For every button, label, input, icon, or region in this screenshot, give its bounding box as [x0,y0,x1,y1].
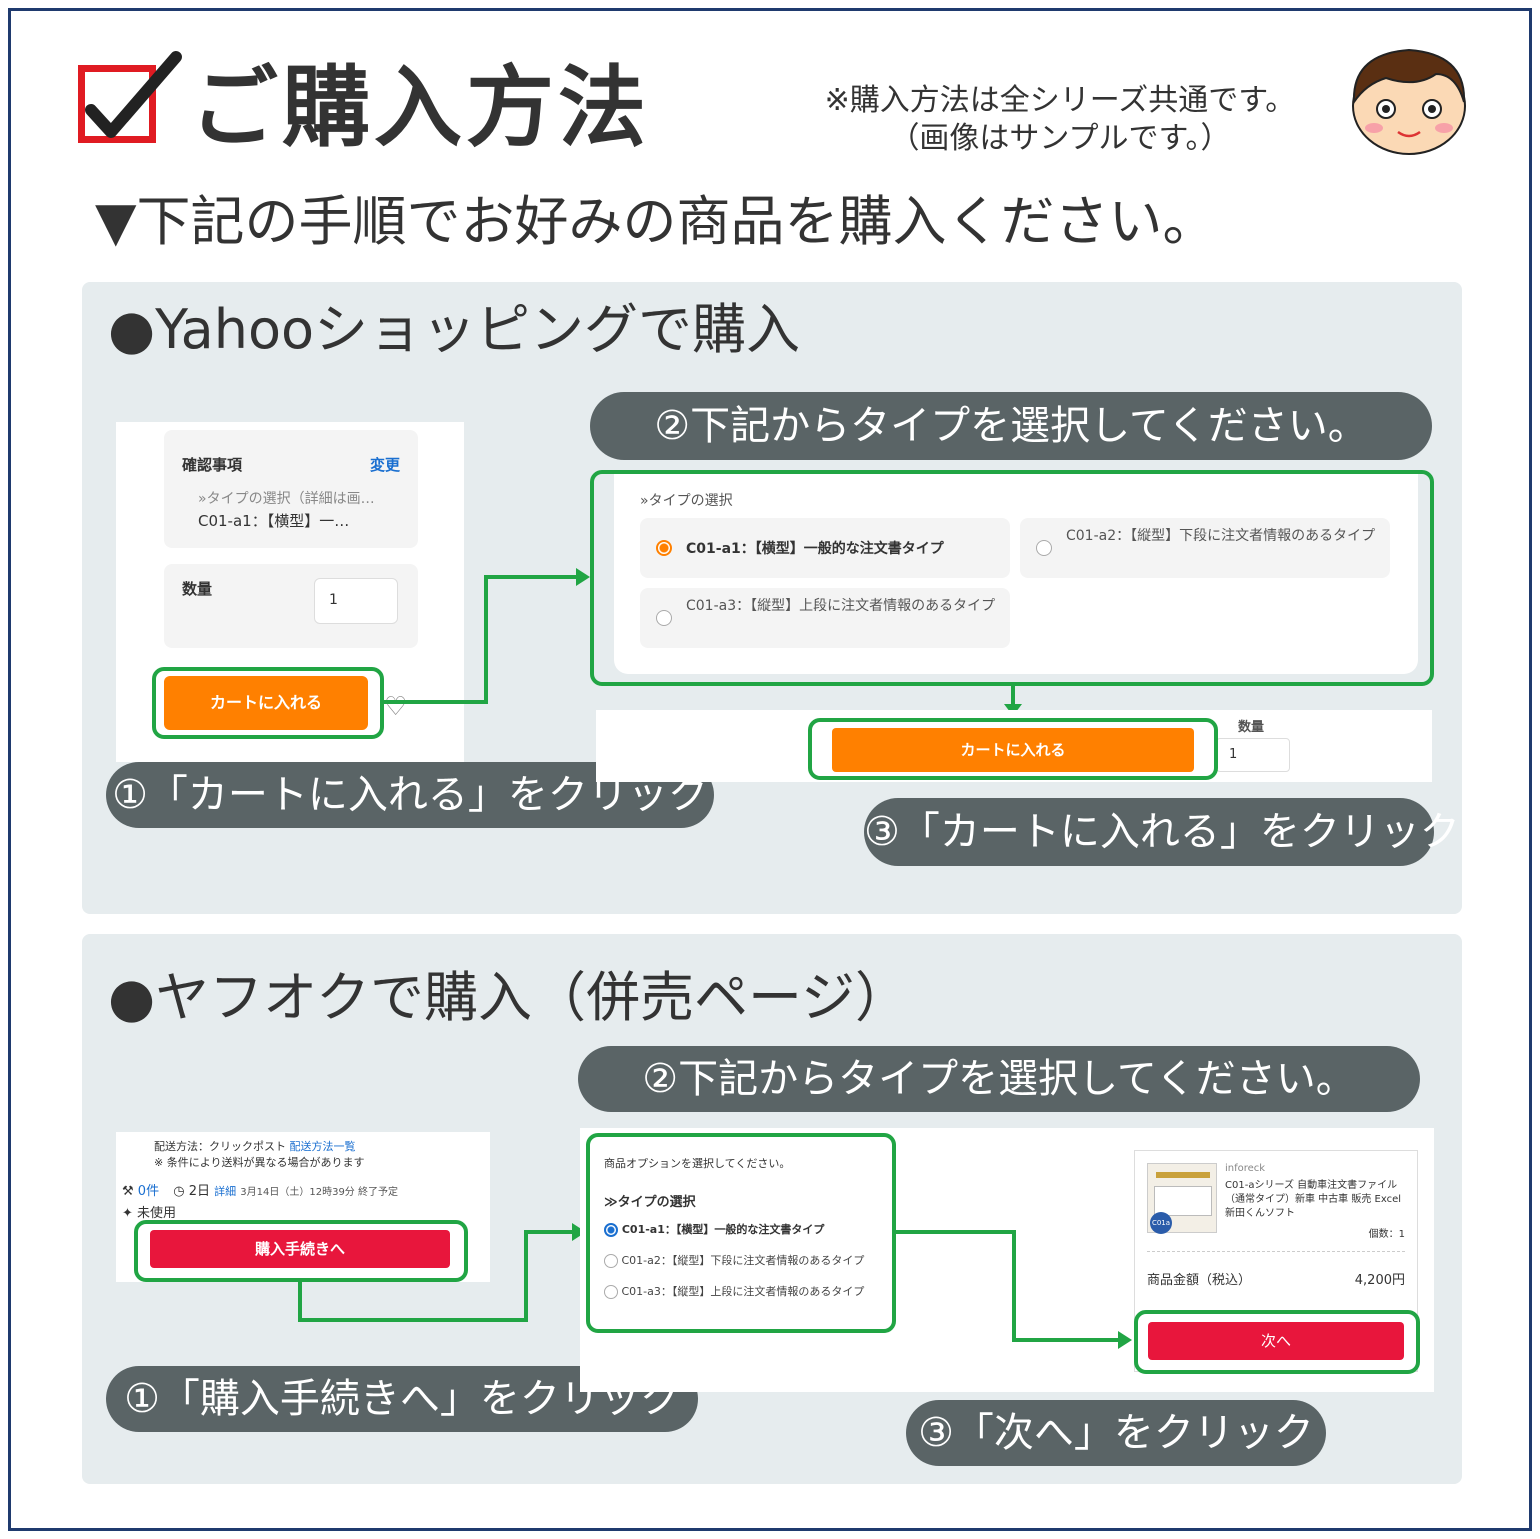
time-detail-link[interactable]: 詳細 [214,1185,237,1198]
connector [524,1230,574,1234]
next-button[interactable]: 次へ [1148,1322,1404,1360]
highlight-buy-button [134,1220,468,1282]
qty-label: 数量 [182,580,213,598]
thumb-badge: C01a [1150,1212,1172,1234]
instructions-subtitle: ▼下記の手順でお好みの商品を購入ください。 [95,190,1217,253]
radio-selected-icon[interactable] [604,1223,618,1237]
connector [1012,1338,1120,1342]
type-option-label: C01-a1：【横型】一般的な注文書タイプ [686,541,944,557]
shipping-method: 配送方法：クリックポスト [154,1140,286,1153]
type-option-a1[interactable]: C01-a1：【横型】一般的な注文書タイプ [640,518,1010,578]
condition: 未使用 [137,1206,177,1221]
add-to-cart-button[interactable]: カートに入れる [832,728,1194,772]
cart-screenshot: カートに入れる 数量 1 [596,710,1432,782]
option-a3[interactable]: C01-a3：【縦型】上段に注文者情報のあるタイプ [604,1283,864,1299]
boy-face-icon [1346,44,1472,156]
condition-row: ✦ 未使用 [122,1202,176,1221]
connector [384,700,488,704]
highlight-type-select: »タイプの選択 C01-a1：【横型】一般的な注文書タイプ C01-a2：【縦型… [590,470,1434,686]
gavel-icon: ⚒ [122,1184,134,1199]
type-value: C01-a1：【横型】一… [198,512,350,530]
clock-icon: ◷ [173,1184,185,1199]
shipping-note: ※ 条件により送料が異なる場合があります [154,1156,365,1169]
option-label: C01-a2：【縦型】下段に注文者情報のあるタイプ [621,1254,865,1267]
thumb-doc [1154,1186,1212,1216]
auction-step1-label: ①「購入手続きへ」をクリック [106,1366,698,1432]
type-option-label: C01-a2：【縦型】下段に注文者情報のあるタイプ [1066,528,1376,544]
connector [484,575,580,579]
yahoo-section-title: ●Yahooショッピングで購入 [108,298,801,361]
time-left: 2日 [188,1184,210,1199]
type-option-a3[interactable]: C01-a3：【縦型】上段に注文者情報のあるタイプ [640,588,1010,648]
option-label: C01-a1：【横型】一般的な注文書タイプ [621,1223,825,1236]
type-select-screenshot: »タイプの選択 C01-a1：【横型】一般的な注文書タイプ C01-a2：【縦型… [614,474,1418,674]
confirm-label: 確認事項 [182,456,243,474]
option-a2[interactable]: C01-a2：【縦型】下段に注文者情報のあるタイプ [604,1252,864,1268]
seller-name: inforeck [1225,1163,1266,1174]
arrow-head [576,568,590,586]
radio-icon[interactable] [604,1285,618,1299]
highlight-cart-button [152,667,384,739]
option-a1[interactable]: C01-a1：【横型】一般的な注文書タイプ [604,1221,824,1237]
price-label: 商品金額（税込） [1147,1273,1252,1288]
shipping-line: 配送方法：クリックポスト 配送方法一覧 [154,1138,356,1154]
shipping-link[interactable]: 配送方法一覧 [289,1140,356,1153]
auction-step2-label: ②下記からタイプを選択してください。 [578,1046,1420,1112]
arrow-head [1118,1331,1132,1349]
note-line-1: ※購入方法は全シリーズ共通です。 [824,83,1296,118]
qty-box: 数量 1 [164,564,418,648]
qty-input[interactable]: 1 [314,578,398,624]
end-time: 3月14日（土）12時39分 終了予定 [240,1187,398,1198]
connector [484,575,488,704]
sparkle-icon: ✦ [122,1206,133,1221]
type-option-a2[interactable]: C01-a2：【縦型】下段に注文者情報のあるタイプ [1020,518,1390,578]
thumb-bar [1156,1172,1210,1178]
type-heading: »タイプの選択 [640,493,733,509]
add-to-cart-button[interactable]: カートに入れる [164,676,368,730]
connector [298,1318,528,1322]
connector [1012,1230,1016,1342]
highlight-cart-button [808,718,1218,780]
connector [896,1230,1016,1234]
connector [524,1230,528,1322]
divider [1147,1251,1405,1252]
auction-section-title: ●ヤフオクで購入（併売ページ） [108,966,909,1029]
radio-icon[interactable] [604,1254,618,1268]
connector [1011,686,1015,708]
proceed-to-purchase-button[interactable]: 購入手続きへ [150,1230,450,1268]
bid-count[interactable]: 0件 [137,1184,160,1199]
radio-icon[interactable] [656,610,672,626]
auction-stats: ⚒ 0件 ◷ 2日 詳細 3月14日（土）12時39分 終了予定 [122,1180,398,1199]
page-title: ご購入方法 [190,56,651,159]
type-line: »タイプの選択（詳細は画… [198,491,375,507]
radio-icon[interactable] [1036,540,1052,556]
radio-selected-icon[interactable] [656,540,672,556]
product-title: C01-aシリーズ 自動車注文書ファイル（通常タイプ）新車 中古車 販売 Exc… [1225,1180,1402,1219]
price-value: 4,200円 [1354,1273,1405,1288]
option-label: C01-a3：【縦型】上段に注文者情報のあるタイプ [621,1285,865,1298]
checkbox-icon [78,51,182,143]
note-line-2: （画像はサンプルです。） [889,121,1231,156]
header-note: ※購入方法は全シリーズ共通です。 （画像はサンプルです。） [800,82,1320,158]
highlight-option-select: 商品オプションを選択してください。 ≫タイプの選択 C01-a1：【横型】一般的… [586,1133,896,1333]
qty-label: 数量 [1238,720,1265,735]
auction-step3-label: ③「次へ」をクリック [906,1400,1326,1466]
change-link[interactable]: 変更 [370,456,401,474]
option-prompt: 商品オプションを選択してください。 [604,1157,791,1170]
qty-input[interactable]: 1 [1216,738,1290,772]
confirm-box: 確認事項 変更 »タイプの選択（詳細は画… C01-a1：【横型】一… [164,430,418,548]
product-thumbnail: C01a [1147,1163,1217,1234]
yahoo-step3-label: ③「カートに入れる」をクリック [864,798,1460,866]
auction-item-screenshot: 配送方法：クリックポスト 配送方法一覧 ※ 条件により送料が異なる場合があります… [116,1132,490,1282]
type-option-label: C01-a3：【縦型】上段に注文者情報のあるタイプ [686,598,996,614]
yahoo-item-screenshot: 確認事項 変更 »タイプの選択（詳細は画… C01-a1：【横型】一… 数量 1… [116,422,464,762]
heart-icon[interactable]: ♡ [384,692,408,722]
highlight-next-button [1134,1310,1420,1374]
item-quantity: 個数：1 [1368,1229,1405,1240]
option-heading: ≫タイプの選択 [604,1195,696,1210]
connector [298,1282,302,1322]
yahoo-step2-label: ②下記からタイプを選択してください。 [590,392,1432,460]
